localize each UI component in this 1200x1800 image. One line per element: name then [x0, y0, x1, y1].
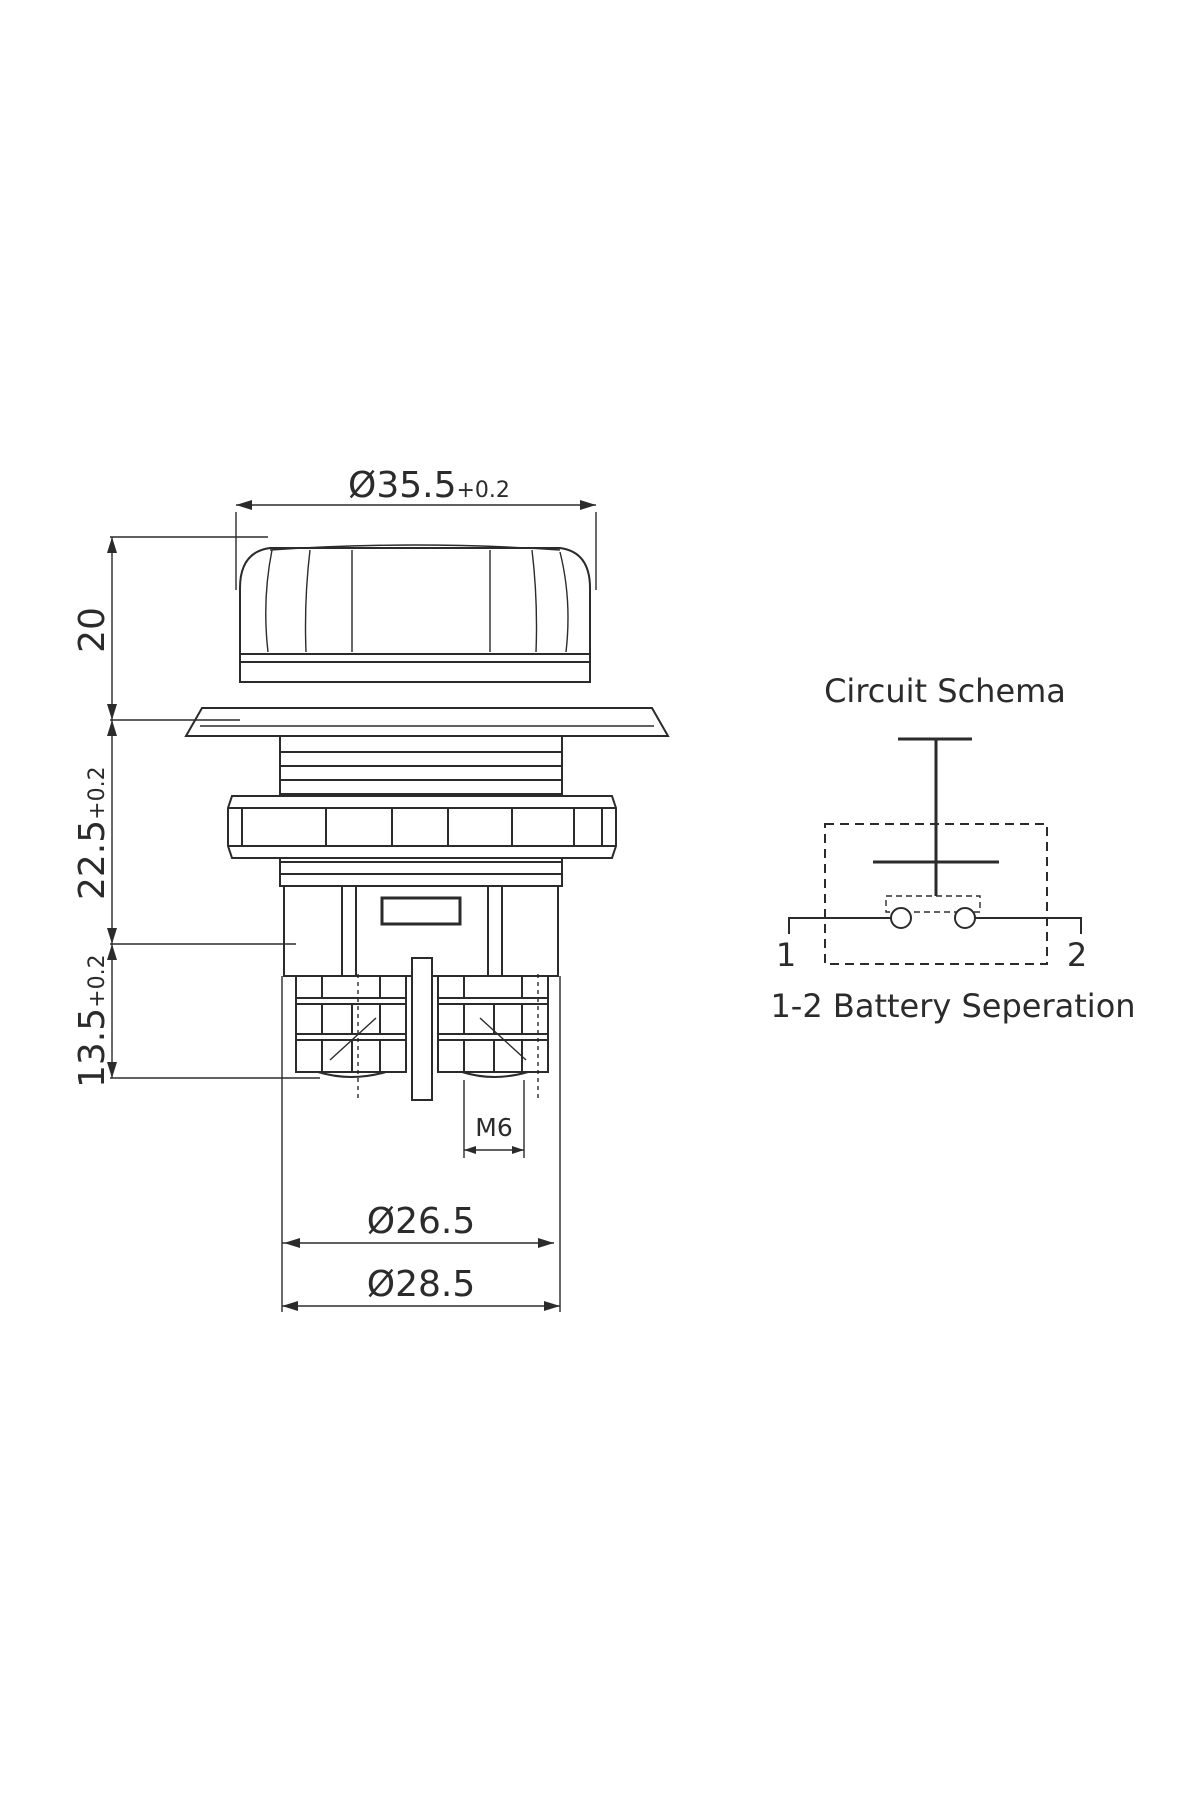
knob	[239, 544, 591, 683]
knob-height-label: 20	[72, 607, 113, 653]
flange	[184, 707, 670, 737]
body-height-value: 22.5	[72, 820, 113, 900]
panel-nut	[227, 795, 617, 859]
terminal-right	[437, 975, 549, 1078]
center-rib	[411, 957, 433, 1101]
dimension-labels: Ø35.5+0.2 20 22.5+0.2 13.5+0.2 M6 Ø26.5 …	[72, 465, 513, 1305]
thread-label: M6	[475, 1113, 512, 1142]
top-diameter-tolerance: +0.2	[457, 478, 510, 503]
top-diameter-value: Ø35.5	[348, 465, 457, 506]
circuit-schema: Circuit Schema 1 2 1-2 Battery Seperatio…	[770, 672, 1135, 1025]
schema-terminal-1: 1	[776, 936, 796, 974]
schema-title: Circuit Schema	[824, 672, 1066, 710]
schema-terminal-2: 2	[1067, 936, 1087, 974]
terminal-left	[295, 975, 407, 1078]
terminal-height-label: 13.5+0.2	[72, 954, 113, 1088]
terminal-height-tolerance: +0.2	[85, 954, 110, 1007]
dimension-lines	[107, 500, 597, 1312]
knob-height-value: 20	[72, 607, 113, 653]
terminal-height-value: 13.5	[72, 1008, 113, 1088]
body-height-tolerance: +0.2	[85, 766, 110, 819]
top-diameter-label: Ø35.5+0.2	[348, 465, 510, 506]
inner-diameter-label: Ø26.5	[367, 1201, 476, 1242]
outer-diameter-label: Ø28.5	[367, 1264, 476, 1305]
body-height-label: 22.5+0.2	[72, 766, 113, 900]
schema-caption: 1-2 Battery Seperation	[770, 987, 1135, 1025]
switch-side-view	[184, 544, 670, 1101]
